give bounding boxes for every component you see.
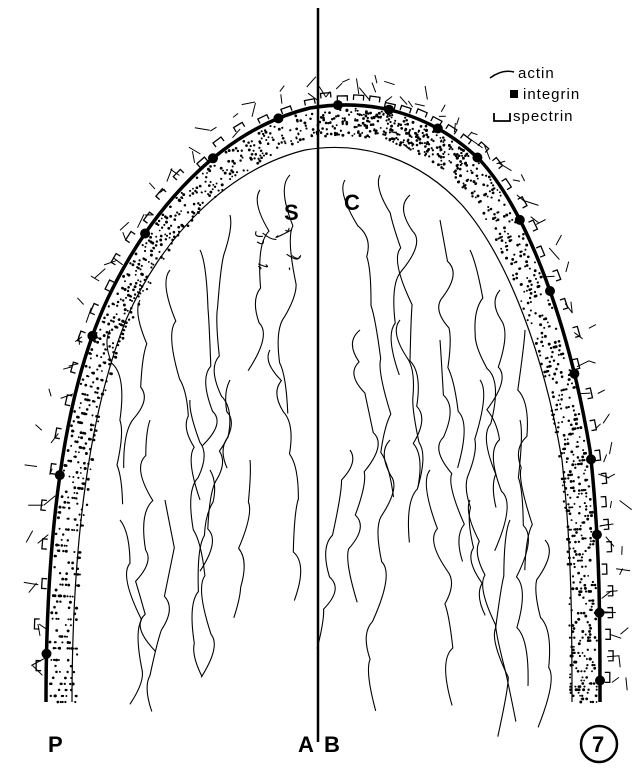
legend-label-actin: actin (518, 65, 555, 82)
label-p: P (48, 732, 63, 757)
figure-number: 7 (592, 732, 604, 757)
actin-filaments (107, 175, 551, 737)
spectrin-legend-symbol (494, 113, 510, 121)
label-a: A (298, 732, 314, 757)
integrin-legend-symbol (510, 90, 518, 98)
legend-label-integrin: integrin (523, 86, 580, 103)
cell-membrane (46, 105, 600, 702)
label-c: C (344, 190, 360, 215)
cortical-network (24, 75, 632, 690)
label-s: S (284, 200, 299, 225)
label-b: B (324, 732, 340, 757)
legend-label-spectrin: spectrin (513, 108, 574, 125)
actin-legend-symbol (490, 71, 514, 78)
legend: actin integrin spectrin (490, 65, 580, 125)
